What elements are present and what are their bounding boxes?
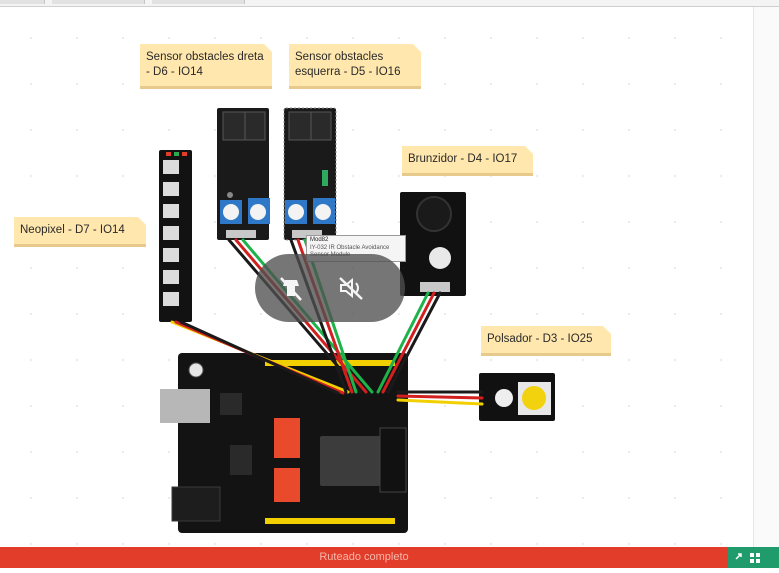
media-controls-overlay[interactable] xyxy=(255,254,405,322)
top-toolbar xyxy=(0,0,779,7)
note-buzzer[interactable]: Brunzidor - D4 - IO17 xyxy=(402,146,533,173)
routing-status: Ruteado completo xyxy=(319,551,409,563)
ir-sensor-left[interactable] xyxy=(283,107,337,241)
note-button[interactable]: Polsador - D3 - IO25 xyxy=(481,326,611,353)
note-neopixel[interactable]: Neopixel - D7 - IO14 xyxy=(14,217,146,244)
grid-share-icon xyxy=(735,553,760,563)
button-module[interactable] xyxy=(479,373,555,421)
tooltip-title: Mod82 xyxy=(310,237,329,243)
camera-off-icon[interactable] xyxy=(273,270,309,306)
tooltip-line: IY-032 IR Obstacle Avoidance xyxy=(310,244,390,251)
neopixel-strip[interactable] xyxy=(159,150,192,322)
grid-share-button[interactable] xyxy=(728,547,779,568)
toolbar-tab[interactable] xyxy=(0,0,45,4)
buzzer-module[interactable] xyxy=(400,192,466,296)
esp32-board[interactable] xyxy=(160,353,408,533)
speaker-mute-icon[interactable] xyxy=(333,270,369,306)
toolbar-tab[interactable] xyxy=(152,0,245,4)
note-sensor-right[interactable]: Sensor obstacles dreta - D6 - IO14 xyxy=(140,44,272,86)
canvas-scroll-edge[interactable] xyxy=(753,7,779,547)
note-sensor-left[interactable]: Sensor obstacles esquerra - D5 - IO16 xyxy=(289,44,421,86)
toolbar-tab[interactable] xyxy=(52,0,145,4)
footer-status-bar: Ruteado completo xyxy=(0,547,779,568)
ir-sensor-right[interactable] xyxy=(217,108,270,240)
